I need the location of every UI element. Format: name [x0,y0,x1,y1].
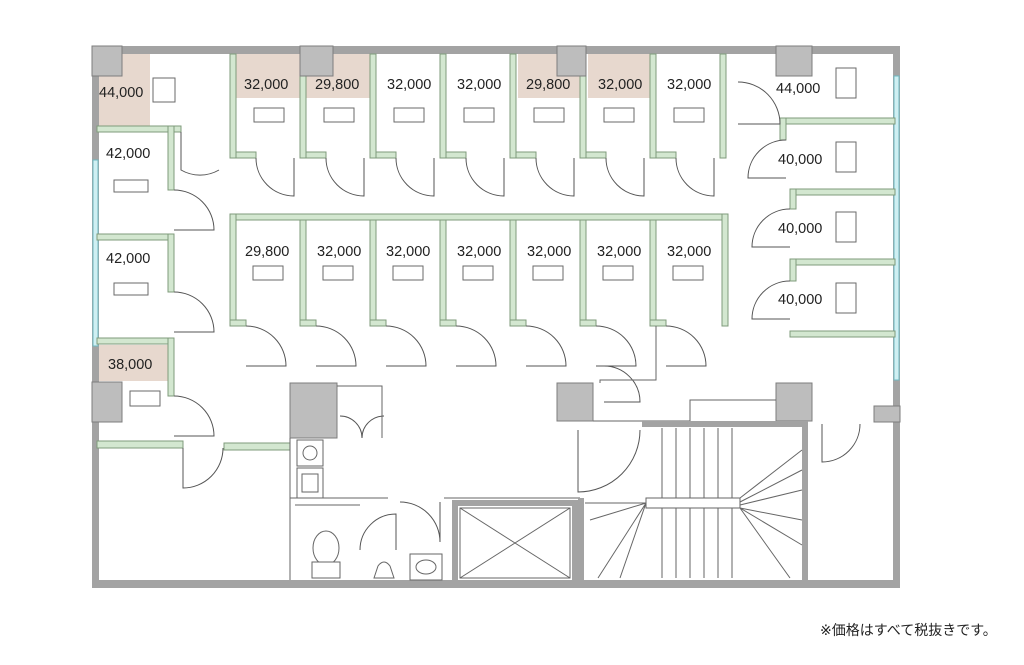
pillars [91,45,901,439]
room-price: 40,000 [778,292,822,308]
top-booth-partitions [229,53,727,159]
room-price: 32,000 [386,244,430,260]
room-price: 32,000 [244,77,288,93]
room-price: 32,000 [527,244,571,260]
room-price: 32,000 [457,77,501,93]
tax-note: ※価格はすべて税抜きです。 [820,623,997,639]
room-price: 29,800 [245,244,289,260]
room-price: 44,000 [99,85,143,101]
right-room-partitions [779,117,896,338]
room-prices: 44,000 32,000 29,800 32,000 32,000 29,80… [99,77,822,373]
outer-walls [92,46,900,588]
room-price: 40,000 [778,221,822,237]
windows [92,75,900,381]
core-walls [289,326,776,580]
room-price: 32,000 [667,244,711,260]
room-price: 40,000 [778,152,822,168]
room-price: 32,000 [597,244,641,260]
room-price: 38,000 [108,357,152,373]
room-price: 42,000 [106,146,150,162]
room-price: 32,000 [317,244,361,260]
room-price: 42,000 [106,251,150,267]
room-price: 29,800 [315,77,359,93]
room-price: 44,000 [776,81,820,97]
desks [113,67,857,407]
elevator-shaft [452,500,578,580]
door-swings [173,81,861,551]
room-price: 32,000 [457,244,501,260]
restroom-fixtures [296,439,443,581]
left-room-partitions [96,125,291,451]
room-price: 32,000 [667,77,711,93]
stairs [578,421,808,581]
middle-booth-partitions [229,213,729,327]
room-price: 32,000 [387,77,431,93]
room-price: 29,800 [526,77,570,93]
room-price: 32,000 [598,77,642,93]
